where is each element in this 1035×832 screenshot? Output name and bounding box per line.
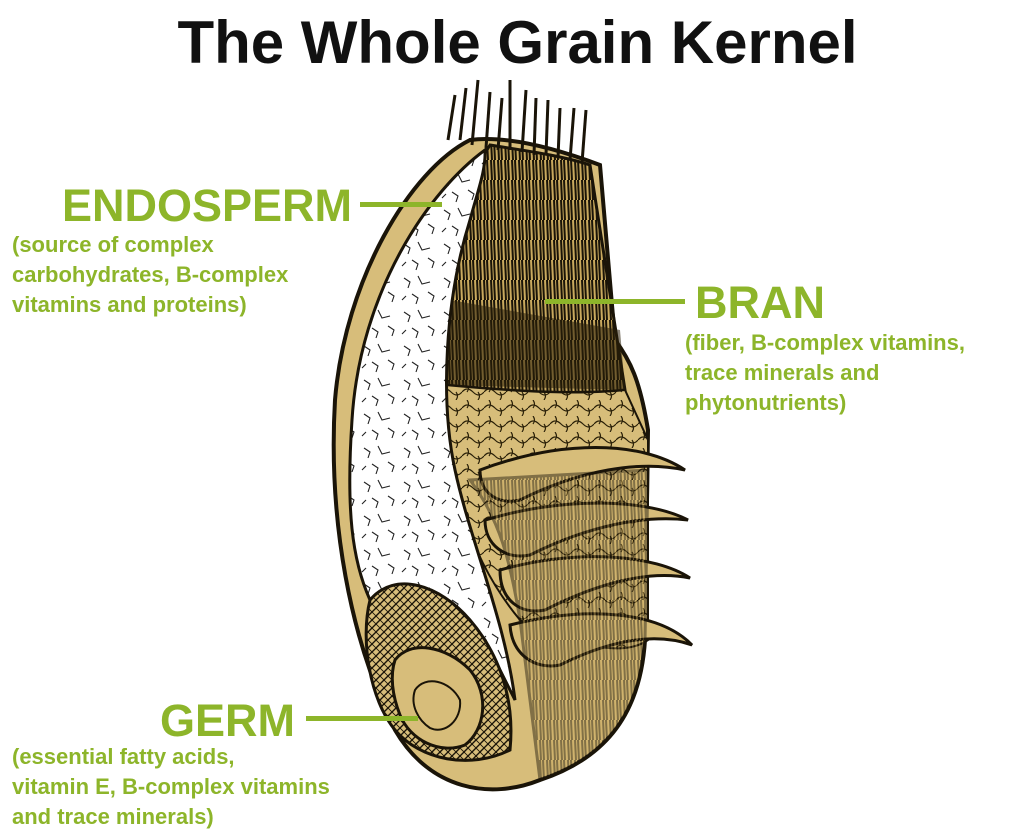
bran-connector-line: [545, 299, 685, 304]
bran-heading: BRAN: [695, 280, 825, 325]
endosperm-description: (source of complex carbohydrates, B-comp…: [12, 230, 372, 320]
germ-description: (essential fatty acids, vitamin E, B-com…: [12, 742, 432, 832]
endosperm-heading: ENDOSPERM: [62, 183, 352, 228]
germ-heading: GERM: [160, 698, 295, 743]
germ-connector-line: [306, 716, 418, 721]
bran-description: (fiber, B-complex vitamins, trace minera…: [685, 328, 1030, 418]
endosperm-connector-line: [360, 202, 442, 207]
bran-layer: [444, 80, 625, 392]
